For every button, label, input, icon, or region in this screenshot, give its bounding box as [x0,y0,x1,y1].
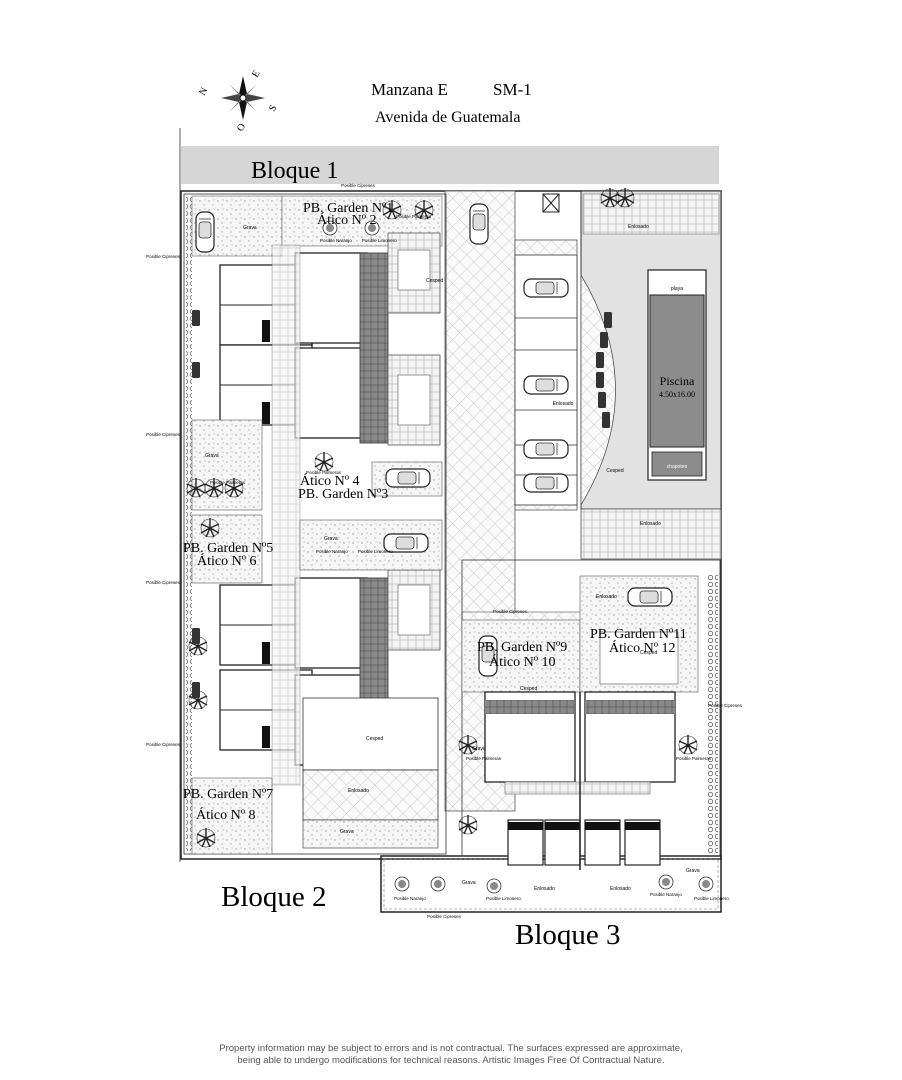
disclaimer-line-1: Property information may be subject to e… [219,1043,683,1054]
unit-label-10: Ático Nº 10 [489,653,556,670]
compass-o-label: O [235,122,248,134]
unit-label-8: Ático Nº 8 [196,806,256,823]
gravel-label: Grava [324,536,338,542]
orange-tree-label: Posible Naranjo [394,896,426,901]
gravel-label: Grava [340,829,354,835]
parked-car-icon [627,587,673,607]
orange-tree-label: Posible Naranjo [320,238,352,243]
gravel-label: Grava [205,453,219,459]
block-title: Manzana E [371,80,448,99]
bloque-1-2-units [219,244,389,786]
parked-car-icon [469,203,489,245]
unit-label-7: PB. Garden Nº7 [183,787,273,802]
cypress-label: Posible Cipreses [146,580,181,585]
lawn-label: Cesped [426,278,443,284]
cypress-label: Posible Cipreses [146,432,181,437]
unit-label-5: PB. Garden Nº5 [183,541,273,556]
paving-label: Enlosado [628,224,649,230]
lawn-label: Cesped [520,686,537,692]
unit-label-2: Ático Nº 2 [317,211,377,228]
unit-label-12: Ático Nº 12 [609,639,676,656]
gravel-label: Grava [243,225,257,231]
bloque-3-units [484,691,676,870]
cypress-label: Posible Cipreses [493,609,528,614]
gravel-label: Grava [462,880,476,886]
paving-label: Enlosado [610,886,631,892]
pool [649,294,705,448]
cypress-label: Posible Cipreses [708,703,743,708]
palm-label: Posible Palmeras [396,214,432,219]
lawn-label: Cesped [640,650,657,656]
street-name: Avenida de Guatemala [375,109,520,126]
compass-rose-icon [221,76,265,120]
unit-label-3: PB. Garden Nº3 [298,487,388,502]
lemon-tree-label: Posible Limonero [694,896,729,901]
paving-label: Enlosado [534,886,555,892]
compass-e-label: E [250,69,263,80]
lemon-tree-label: Posible Limonero [358,549,393,554]
cypress-label: Posible Cipreses [146,254,181,259]
unit-label-4: Ático Nº 4 [300,472,360,489]
pool-dims-label: 4.50x16.00 [659,390,695,399]
unit-label-11: PB. Garden Nº11 [590,627,687,642]
pool-label: Piscina [660,374,695,388]
orange-tree-label: Posible Naranjo [650,892,682,897]
sm-title: SM-1 [493,80,532,99]
disclaimer-line-2: being able to undergo modifications for … [237,1055,665,1066]
paving-label: Enlosado [348,788,369,794]
parked-car-icon [523,278,569,298]
lawn-label: Cesped [366,736,383,742]
gravel-label: Grava [686,868,700,874]
pool-enlosado-label: Enlosado [553,401,574,407]
parked-car-icon [385,468,431,488]
cypress-label: Posible Cipreses [341,183,376,188]
bloque-2-title: Bloque 2 [221,881,327,913]
unit-label-1: PB. Garden Nº1 [303,201,393,216]
pool-chapoteo-label: chapoteo [667,464,688,470]
pool-playa-label: playa [671,286,683,292]
unit-label-6: Ático Nº 6 [197,552,257,569]
palm-label: Posible Palmeras [306,470,342,475]
bloque-1-title: Bloque 1 [251,158,338,184]
paving-label: Enlosado [596,594,617,600]
avenue-strip [181,146,719,184]
gravel-label: Grava [472,746,486,752]
palm-label: Posible Palmeras [210,480,246,485]
unit-label-9: PB. Garden Nº9 [477,640,567,655]
palm-label: Posible Palmeras [676,756,712,761]
compass-n-label: N [197,86,210,98]
paving-label: Enlosado [640,521,661,527]
cypress-label: Posible Cipreses [427,914,462,919]
compass-s-label: S [267,103,279,113]
cypress-label: Posible Cipreses [146,742,181,747]
bloque-3-title: Bloque 3 [515,919,621,951]
lemon-tree-label: Posible Limonero [486,896,521,901]
palm-label: Posible Palmeras [466,756,502,761]
parked-car-icon [523,375,569,395]
parked-car-icon [195,211,215,253]
lemon-tree-label: Posible Limonero [362,238,397,243]
parked-car-icon [523,439,569,459]
orange-tree-label: Posible Naranjo [316,549,348,554]
parked-car-icon [523,473,569,493]
pool-cesped-label: Cesped [606,468,623,474]
